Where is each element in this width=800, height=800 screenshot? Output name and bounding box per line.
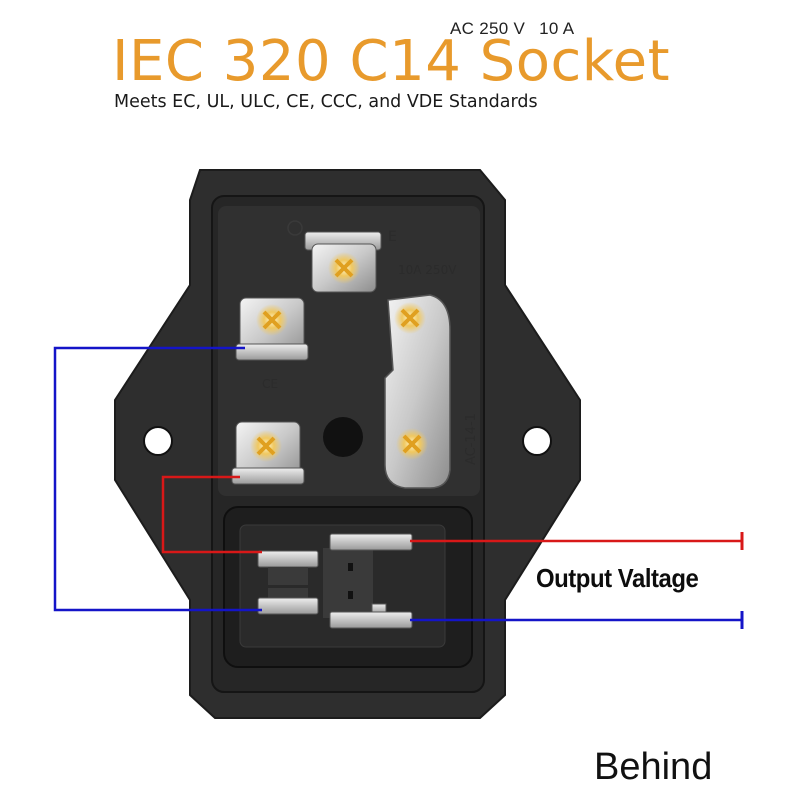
wire-blue-input <box>53 346 262 612</box>
earth-symbol <box>287 220 303 236</box>
earth-mark: E <box>388 229 397 245</box>
rating-mark: 10A 250V <box>398 263 457 277</box>
switch-terminal-right-top <box>329 533 413 551</box>
center-hole <box>323 417 363 457</box>
switch-terminal-left-top <box>257 550 319 585</box>
standards-subtitle: Meets EC, UL, ULC, CE, CCC, and VDE Stan… <box>114 92 538 112</box>
mounting-hole-left <box>143 426 173 456</box>
switch-terminal-left-bottom <box>257 588 319 615</box>
mounting-hole-right <box>522 426 552 456</box>
page-title: IEC 320 C14 Socket <box>112 29 671 94</box>
view-label: Behind <box>594 746 713 788</box>
terminal-top-left <box>235 297 309 361</box>
terminal-bottom-left <box>231 421 305 485</box>
rating-current: 10 A <box>539 19 575 38</box>
output-voltage-label: Output Valtage <box>536 563 699 593</box>
switch-dot-top <box>348 563 353 571</box>
switch-window <box>323 548 373 618</box>
busbar-right <box>384 294 451 489</box>
rating-voltage: AC 250 V <box>450 19 526 38</box>
cert-mark: CE <box>262 377 278 391</box>
wire-red-input <box>161 475 262 554</box>
model-mark: AC-14-1 <box>464 413 479 465</box>
rating-text: AC 250 V 10 A <box>450 19 574 39</box>
switch-dot-bottom <box>348 591 353 599</box>
earth-terminal <box>304 231 382 293</box>
